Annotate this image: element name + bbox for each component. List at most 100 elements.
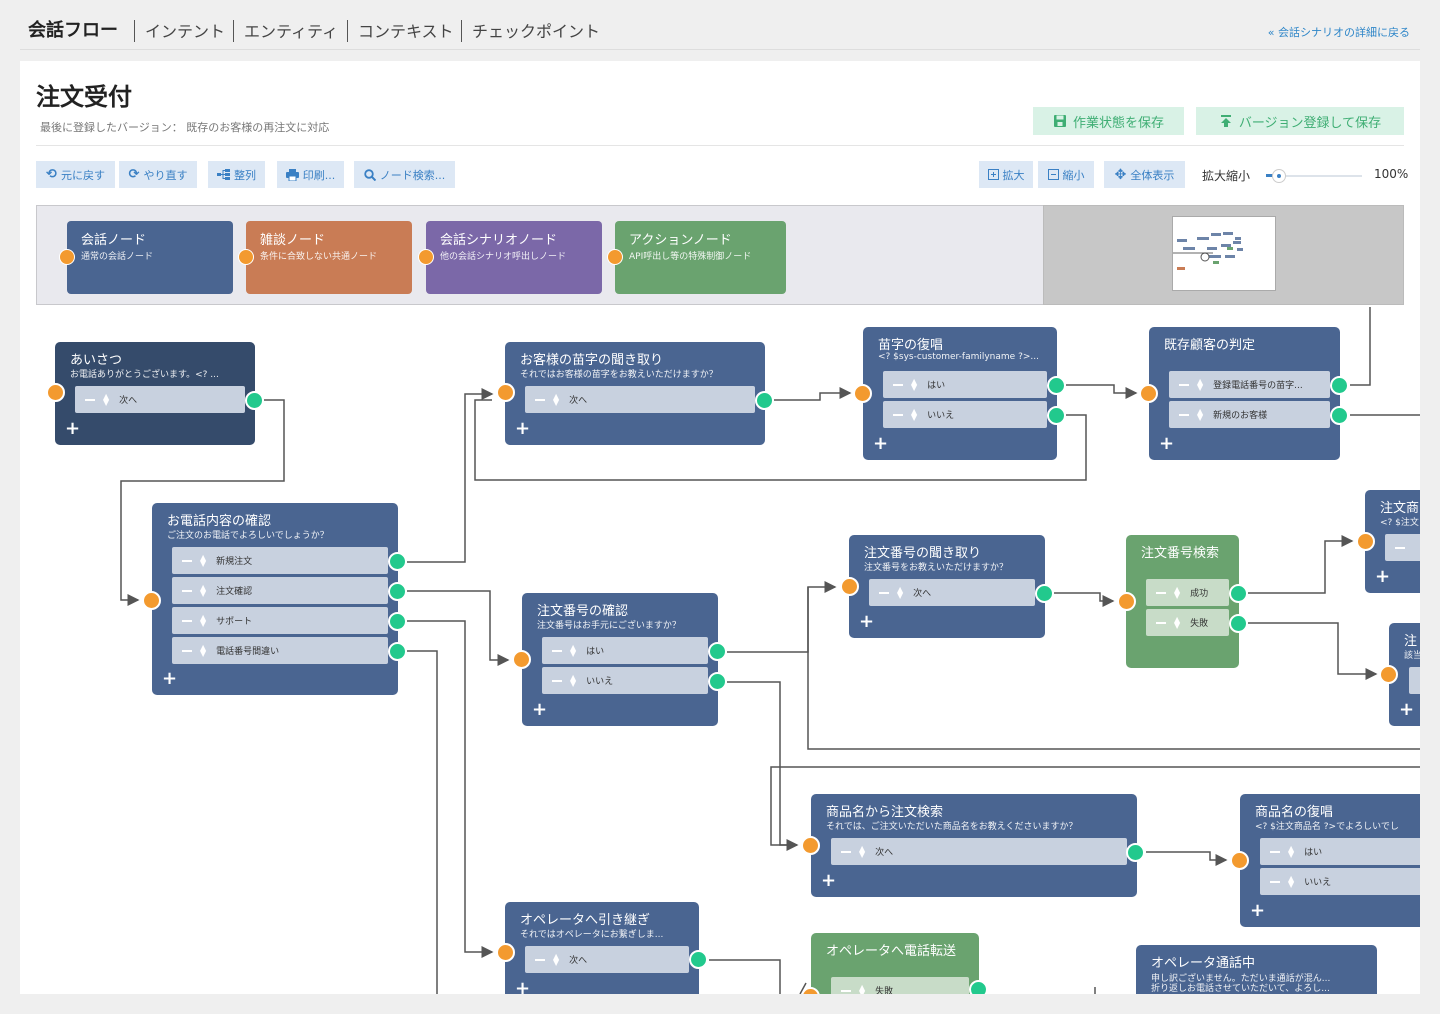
tab-context[interactable]: コンテキスト <box>358 22 454 41</box>
node-ask-family-name[interactable]: お客様の苗字の聞き取り それではお客様の苗字をお教えいただけますか？ ▲▼次へ … <box>505 342 765 445</box>
condition-row[interactable]: ▲▼はい <box>1260 838 1420 865</box>
condition-row[interactable]: ▲▼サポート <box>172 607 388 634</box>
add-condition-icon[interactable]: + <box>821 870 837 891</box>
condition-row[interactable]: ▲▼次へ <box>75 386 245 413</box>
condition-row[interactable]: ▲▼新規のお客様 <box>1169 401 1330 428</box>
palette-chat-node[interactable]: 雑談ノード 条件に合致しない共通ノード <box>238 221 412 294</box>
minimap[interactable] <box>1043 205 1404 305</box>
node-search-by-product-name[interactable]: 商品名から注文検索 それでは、ご注文いただいた商品名をお教えくださいますか？ ▲… <box>811 794 1137 897</box>
output-port[interactable] <box>388 582 407 601</box>
zoom-out-button[interactable]: 縮小 <box>1038 161 1094 188</box>
condition-row[interactable]: ▲▼はい <box>542 637 708 664</box>
add-condition-icon[interactable]: + <box>515 418 531 439</box>
output-port[interactable] <box>245 391 264 410</box>
input-port[interactable] <box>1139 384 1158 403</box>
input-port[interactable] <box>1379 665 1398 684</box>
condition-row[interactable]: ▲▼新規注文 <box>172 547 388 574</box>
output-port[interactable] <box>388 552 407 571</box>
node-transfer-to-operator[interactable]: オペレータへ引き継ぎ それではオペレータにお繋ぎしま... ▲▼次へ + <box>505 902 699 994</box>
input-port[interactable] <box>496 383 515 402</box>
output-port[interactable] <box>708 642 727 661</box>
node-greeting[interactable]: あいさつ お電話ありがとうございます。<? ... ▲▼次へ + <box>55 342 255 445</box>
node-ask-order-number[interactable]: 注文番号の聞き取り 注文番号をお教えいただけますか？ ▲▼次へ + <box>849 535 1045 638</box>
input-port[interactable] <box>496 943 515 962</box>
output-port[interactable] <box>1126 843 1145 862</box>
node-order-product[interactable]: 注文商 <? $注文 + <box>1365 490 1420 593</box>
fit-all-button[interactable]: ✥ 全体表示 <box>1104 161 1185 188</box>
zoom-slider[interactable] <box>1266 169 1362 183</box>
input-port[interactable] <box>46 383 65 402</box>
add-condition-icon[interactable]: + <box>65 418 81 439</box>
input-port[interactable] <box>512 650 531 669</box>
condition-row[interactable]: ▲▼次へ <box>831 838 1127 865</box>
node-repeat-product-name[interactable]: 商品名の復唱 <? $注文商品名 ?>でよろしいでし ▲▼はい ▲▼いいえ + <box>1240 794 1420 927</box>
zoom-in-button[interactable]: 拡大 <box>979 161 1033 188</box>
add-condition-icon[interactable]: + <box>515 978 531 995</box>
node-operator-call-forward[interactable]: オペレータへ電話転送 ▲▼失敗 <box>811 933 979 994</box>
input-port[interactable] <box>1230 851 1249 870</box>
add-condition-icon[interactable]: + <box>859 611 875 632</box>
tab-intent[interactable]: インテント <box>145 22 226 41</box>
output-port[interactable] <box>1035 584 1054 603</box>
palette-scenario-node[interactable]: 会話シナリオノード 他の会話シナリオ呼出しノード <box>418 221 602 294</box>
add-condition-icon[interactable]: + <box>1159 433 1175 454</box>
input-port[interactable] <box>853 384 872 403</box>
input-port[interactable] <box>801 836 820 855</box>
condition-row[interactable]: ▲▼いいえ <box>883 401 1047 428</box>
input-port[interactable] <box>1117 592 1136 611</box>
back-to-scenario-link[interactable]: « 会話シナリオの詳細に戻る <box>1267 26 1410 39</box>
node-existing-customer-check[interactable]: 既存顧客の判定 ▲▼登録電話番号の苗字... ▲▼新規のお客様 + <box>1149 327 1340 460</box>
node-order-number-search[interactable]: 注文番号検索 ▲▼成功 ▲▼失敗 <box>1126 535 1239 668</box>
node-repeat-family-name[interactable]: 苗字の復唱 <? $sys-customer-familyname ?>... … <box>863 327 1057 460</box>
save-draft-button[interactable]: 作業状態を保存 <box>1033 107 1184 135</box>
output-port[interactable] <box>1330 406 1349 425</box>
zoom-slider-knob[interactable] <box>1272 169 1287 183</box>
input-port[interactable] <box>840 577 859 596</box>
add-condition-icon[interactable]: + <box>1375 566 1391 587</box>
condition-row[interactable]: ▲▼次へ <box>525 386 755 413</box>
output-port[interactable] <box>1229 584 1248 603</box>
palette-action-node[interactable]: アクションノード API呼出し等の特殊制御ノード <box>607 221 786 294</box>
node-operator-busy[interactable]: オペレータ通話中 申し訳ございません。ただいま通話が混ん... 折り返しお電話さ… <box>1136 945 1377 994</box>
condition-row[interactable]: ▲▼次へ <box>525 946 689 973</box>
output-port[interactable] <box>388 642 407 661</box>
add-condition-icon[interactable]: + <box>873 433 889 454</box>
input-port[interactable] <box>142 591 161 610</box>
palette-conversation-node[interactable]: 会話ノード 通常の会話ノード <box>59 221 233 294</box>
condition-row[interactable] <box>1385 534 1420 561</box>
output-port[interactable] <box>969 980 988 994</box>
add-condition-icon[interactable]: + <box>1399 699 1415 720</box>
undo-button[interactable]: ⟲元に戻す <box>36 161 115 188</box>
add-condition-icon[interactable]: + <box>162 668 178 689</box>
tab-entity[interactable]: エンティティ <box>244 22 339 41</box>
condition-row[interactable]: ▲▼いいえ <box>542 667 708 694</box>
condition-row[interactable]: ▲▼電話番号間違い <box>172 637 388 664</box>
condition-row[interactable]: ▲▼成功 <box>1146 579 1229 606</box>
add-condition-icon[interactable]: + <box>532 699 548 720</box>
node-call-purpose[interactable]: お電話内容の確認 ご注文のお電話でよろしいでしょうか？ ▲▼新規注文 ▲▼注文確… <box>152 503 398 695</box>
output-port[interactable] <box>388 612 407 631</box>
condition-row[interactable]: ▲▼登録電話番号の苗字... <box>1169 371 1330 398</box>
output-port[interactable] <box>1047 376 1066 395</box>
flow-canvas[interactable]: あいさつ お電話ありがとうございます。<? ... ▲▼次へ + お電話内容の確… <box>20 307 1420 994</box>
output-port[interactable] <box>689 950 708 969</box>
condition-row[interactable]: ▲▼失敗 <box>1146 609 1229 636</box>
condition-row[interactable] <box>1409 667 1420 694</box>
output-port[interactable] <box>1330 376 1349 395</box>
redo-button[interactable]: ⟳やり直す <box>119 161 197 188</box>
save-version-button[interactable]: バージョン登録して保存 <box>1196 107 1404 135</box>
condition-row[interactable]: ▲▼はい <box>883 371 1047 398</box>
node-confirm-order-number[interactable]: 注文番号の確認 注文番号はお手元にございますか？ ▲▼はい ▲▼いいえ + <box>522 593 718 726</box>
condition-row[interactable]: ▲▼次へ <box>869 579 1035 606</box>
input-port[interactable] <box>1356 532 1375 551</box>
condition-row[interactable]: ▲▼失敗 <box>831 977 969 994</box>
output-port[interactable] <box>1047 406 1066 425</box>
print-button[interactable]: 印刷... <box>277 161 344 188</box>
output-port[interactable] <box>755 391 774 410</box>
node-search-button[interactable]: ノード検索... <box>354 161 455 188</box>
output-port[interactable] <box>708 672 727 691</box>
align-button[interactable]: 整列 <box>208 161 265 188</box>
condition-row[interactable]: ▲▼注文確認 <box>172 577 388 604</box>
tab-conversation-flow[interactable]: 会話フロー <box>28 20 118 41</box>
condition-row[interactable]: ▲▼いいえ <box>1260 868 1420 895</box>
